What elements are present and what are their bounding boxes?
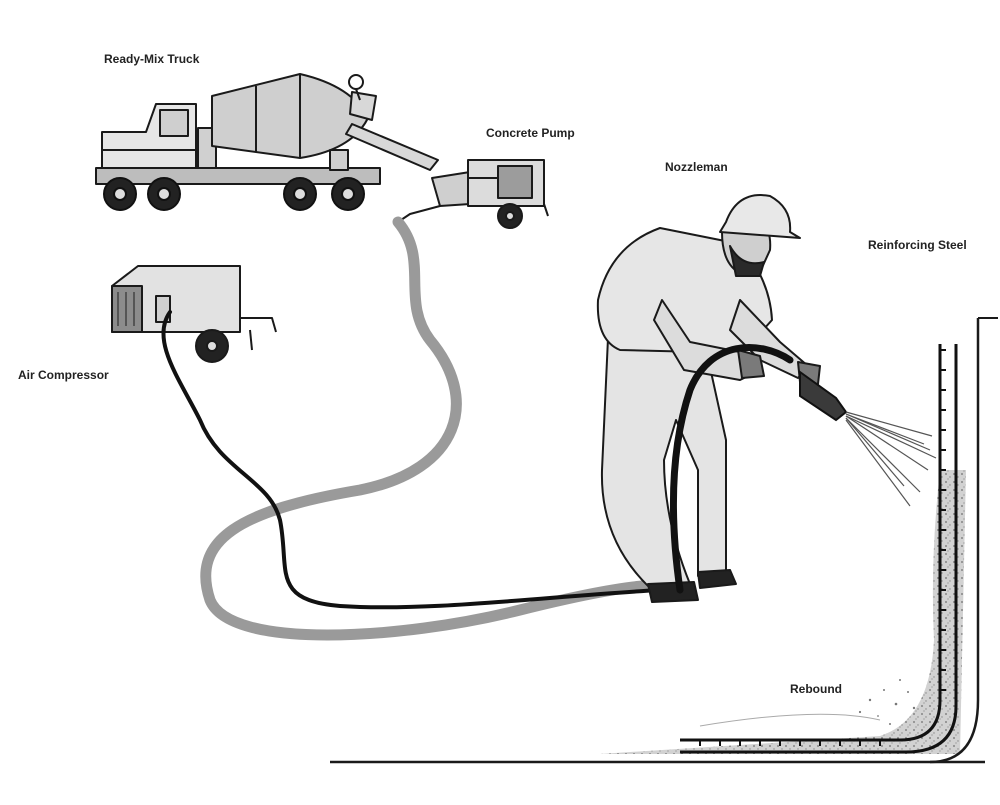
label-concrete-pump: Concrete Pump <box>486 126 575 140</box>
spray-nozzle <box>800 372 846 420</box>
shotcrete-spray <box>846 412 936 506</box>
label-reinforcing-steel: Reinforcing Steel <box>868 238 967 252</box>
ready-mix-truck <box>96 74 438 184</box>
label-nozzleman: Nozzleman <box>665 160 728 174</box>
label-rebound: Rebound <box>790 682 842 696</box>
air-compressor <box>112 266 276 362</box>
material-hose <box>206 222 660 635</box>
concrete-pump <box>398 160 548 228</box>
label-air-compressor: Air Compressor <box>18 368 109 382</box>
label-ready-mix-truck: Ready-Mix Truck <box>104 52 199 66</box>
air-hose <box>163 312 660 607</box>
rebound-particles <box>859 679 915 725</box>
nozzleman <box>598 195 820 602</box>
nozzle-hose <box>673 348 790 590</box>
